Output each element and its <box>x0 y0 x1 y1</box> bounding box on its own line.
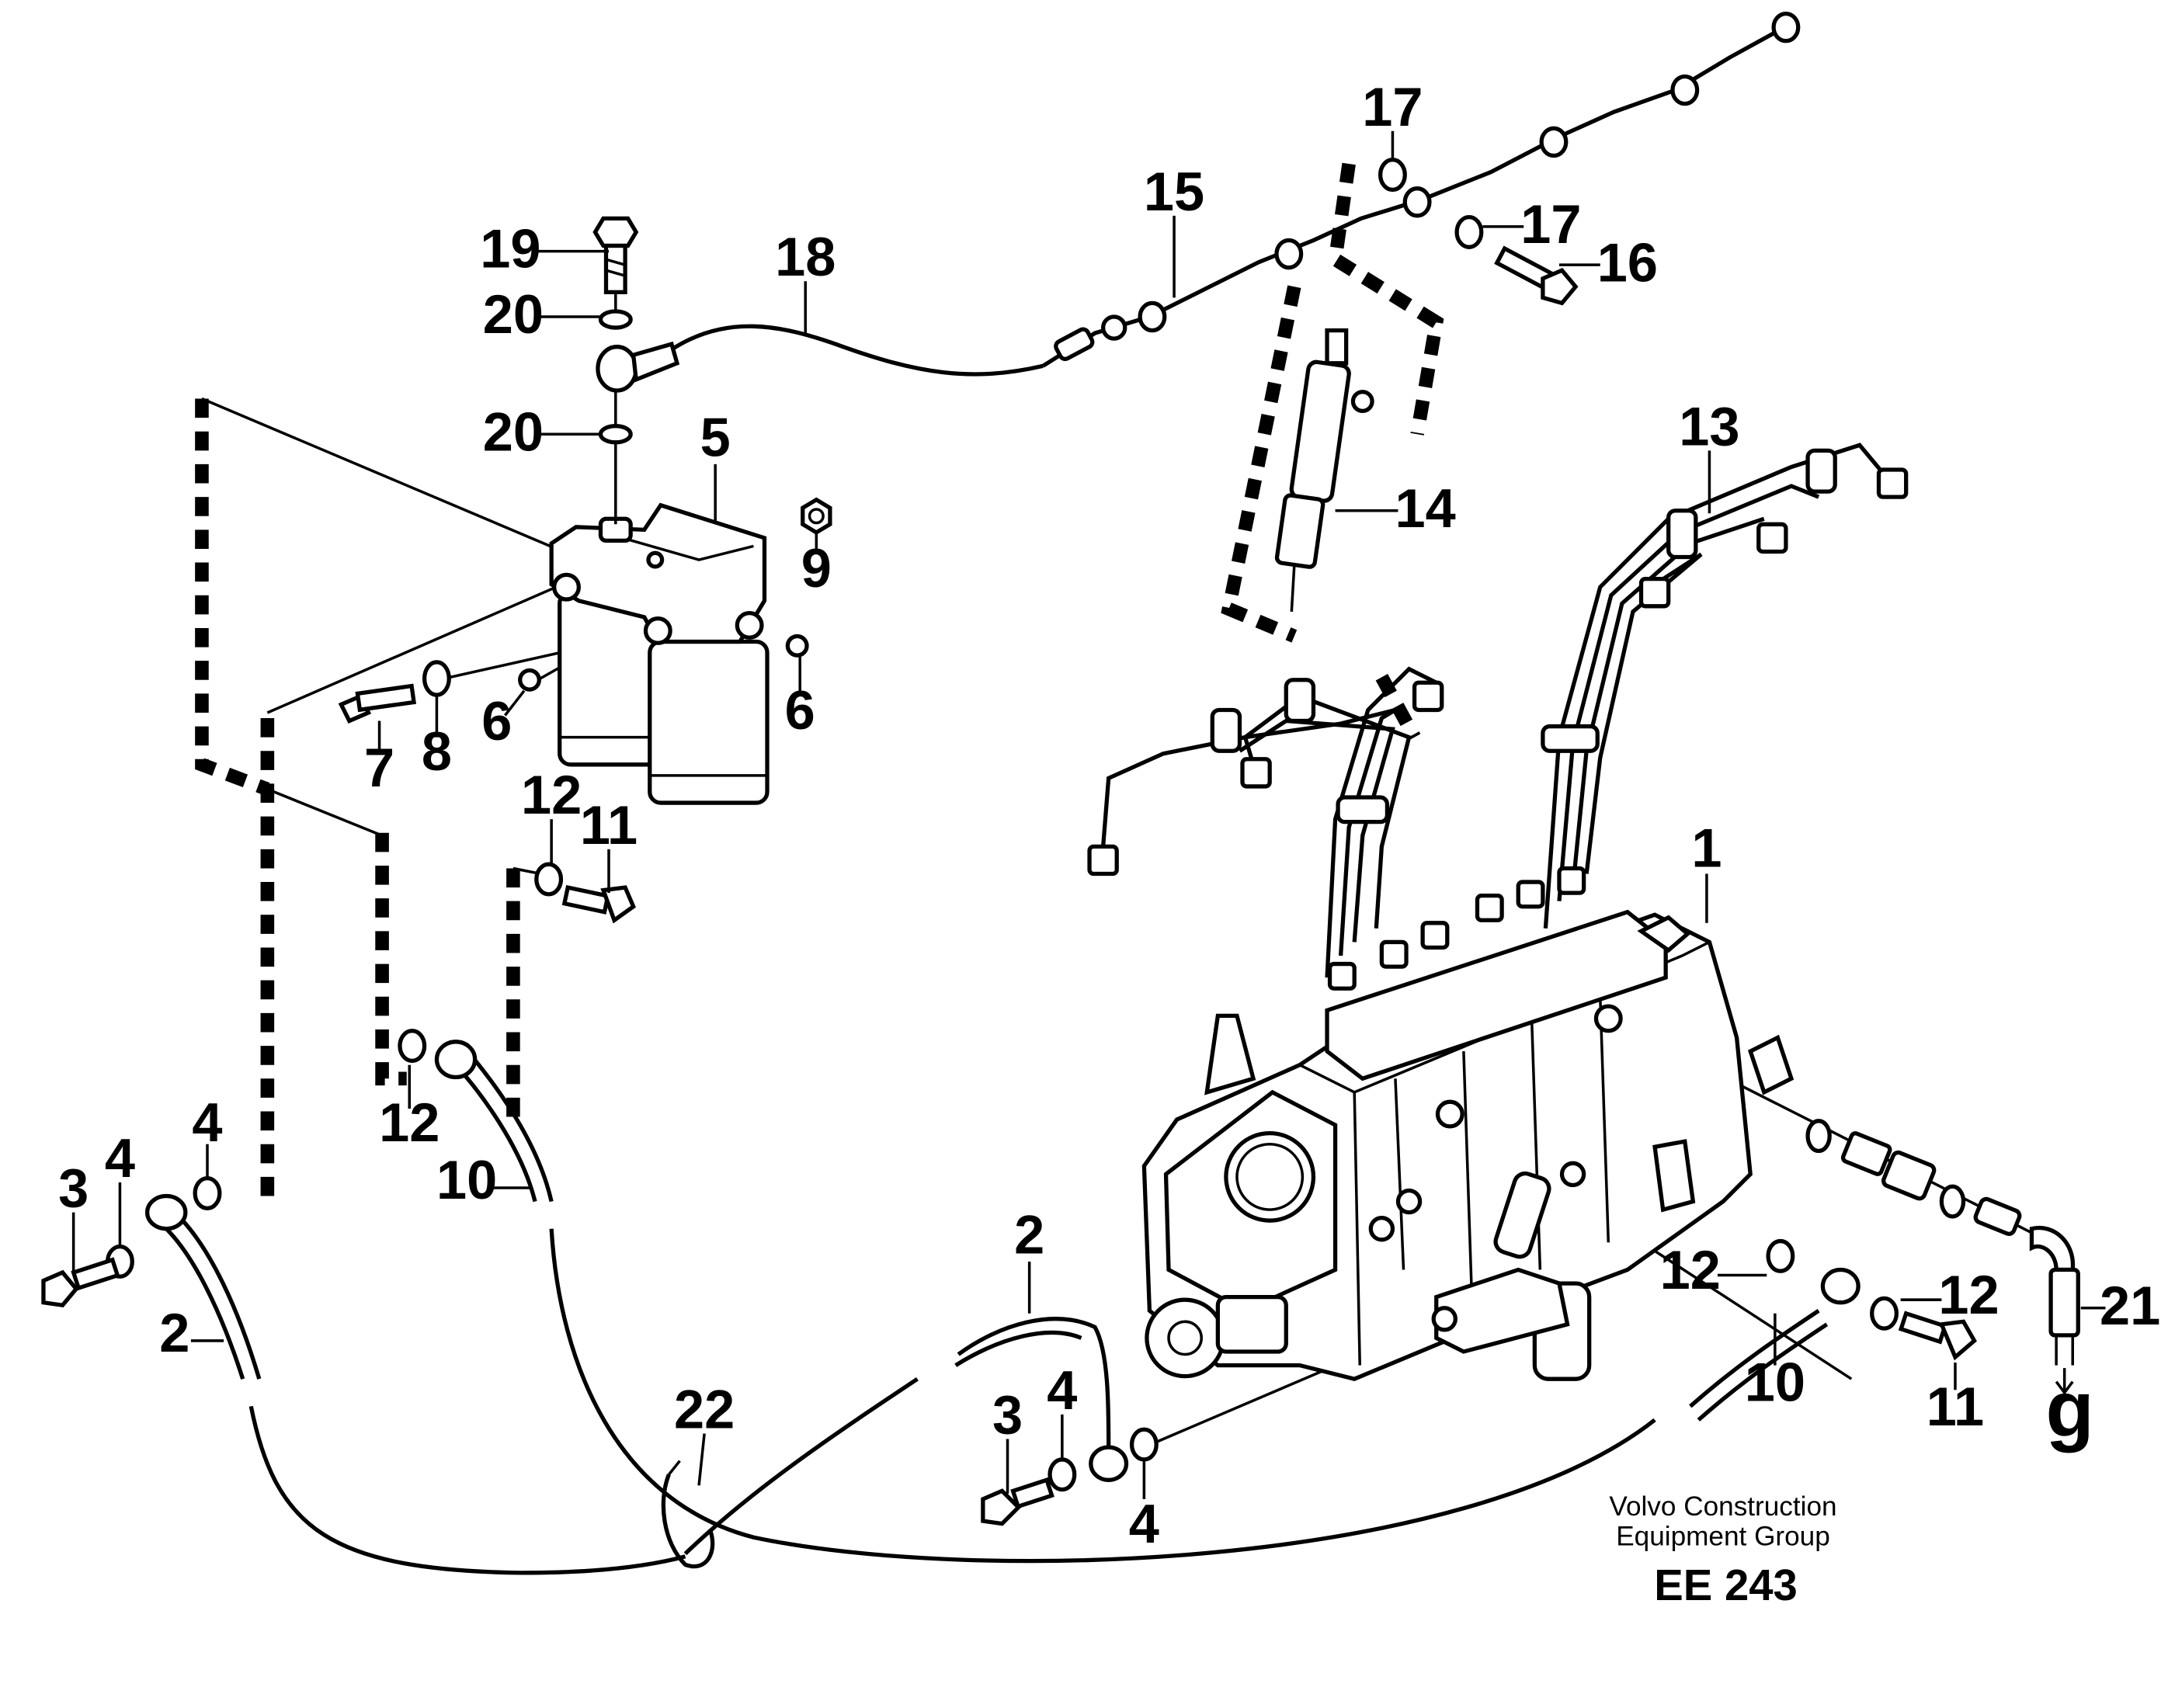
arrow-g <box>2055 1368 2074 1395</box>
callout-2-right: 2 <box>1014 1203 1044 1265</box>
callout-15: 15 <box>1144 161 1204 222</box>
grouping-brackets <box>195 162 1444 1205</box>
nut-9 <box>801 497 832 535</box>
washer-12-far <box>1870 1296 1899 1331</box>
callout-6-right: 6 <box>785 679 815 741</box>
fuel-filter-assembly <box>549 502 770 805</box>
callout-13: 13 <box>1679 395 1739 457</box>
callout-2-left: 2 <box>159 1302 189 1363</box>
connection-lines <box>201 397 2052 1449</box>
hose-10-right <box>1689 1267 1861 1422</box>
banjo-bolt-19 <box>592 216 639 317</box>
callout-18: 18 <box>775 226 836 287</box>
hose-2-right <box>683 1317 1129 1556</box>
callout-4-right: 4 <box>1047 1359 1077 1421</box>
leak-off-pipe-15 <box>1041 11 1801 368</box>
credit-line-1: Volvo Construction <box>1609 1491 1836 1522</box>
washer-4-upper <box>193 1176 222 1210</box>
callout-7: 7 <box>364 737 394 798</box>
callout-10-left: 10 <box>436 1149 497 1210</box>
fuel-line-18 <box>670 324 1044 377</box>
callout-22: 22 <box>674 1378 735 1439</box>
callout-4-pump: 4 <box>1129 1493 1159 1554</box>
callout-10-right: 10 <box>1745 1351 1805 1412</box>
callout-11-lower: 11 <box>1927 1376 1984 1437</box>
callout-labels: 1 2 2 3 3 4 4 4 4 5 6 6 7 8 9 10 10 11 1… <box>58 76 2160 1554</box>
callout-1: 1 <box>1691 818 1722 879</box>
callout-21: 21 <box>2100 1275 2160 1336</box>
callout-16: 16 <box>1597 231 1658 293</box>
callout-9: 9 <box>801 537 832 599</box>
callout-12-left: 12 <box>379 1092 440 1153</box>
callout-20-upper: 20 <box>483 283 544 345</box>
washer-17-upper <box>1378 158 1407 193</box>
delivery-pipes-13 <box>1087 443 1909 991</box>
washer-8 <box>422 660 451 697</box>
banjo-bolt-3-left <box>41 1257 120 1308</box>
callout-19: 19 <box>480 218 540 279</box>
hose-10-left <box>434 1040 1656 1564</box>
callout-5: 5 <box>700 406 731 467</box>
credit-line-2: Equipment Group <box>1616 1522 1830 1552</box>
washer-12-upper <box>534 862 564 897</box>
callout-17-lower: 17 <box>1520 193 1581 255</box>
washer-17-lower <box>1454 214 1484 249</box>
connection-label-g: g <box>2046 1365 2094 1453</box>
banjo-fitting <box>596 341 680 426</box>
plug-6-right <box>785 634 809 658</box>
banjo-bolt-3-right <box>981 1477 1054 1526</box>
washer-4-right <box>1048 1457 1077 1492</box>
banjo-bolt-16 <box>1494 245 1579 306</box>
callout-12-right: 12 <box>1660 1239 1721 1300</box>
callout-17-upper: 17 <box>1362 76 1423 137</box>
callout-8: 8 <box>422 720 452 782</box>
sealing-washer-20-upper <box>598 309 633 330</box>
drawing-code: EE 243 <box>1654 1560 1798 1609</box>
callout-12-upper: 12 <box>521 764 582 825</box>
banjo-bolt-11-lower <box>1898 1311 1977 1361</box>
injection-pump-1 <box>1141 909 1795 1381</box>
callout-11-upper: 11 <box>580 794 638 856</box>
callout-6-left: 6 <box>481 690 512 752</box>
sealing-washer-20-lower <box>598 424 633 445</box>
callout-4-upper: 4 <box>192 1092 222 1153</box>
bolt-7 <box>338 683 417 724</box>
callout-leaders <box>71 130 2106 1499</box>
fuel-connection-21 <box>1805 1119 2080 1366</box>
washer-12-right <box>1766 1238 1795 1273</box>
callout-3-left: 3 <box>58 1158 89 1219</box>
callout-12-far: 12 <box>1938 1264 1999 1325</box>
callout-4-left: 4 <box>105 1127 135 1189</box>
callout-3-right: 3 <box>992 1384 1023 1446</box>
cable-tie-22 <box>661 1460 715 1569</box>
credit-block: Volvo Construction Equipment Group EE 24… <box>1609 1491 1836 1609</box>
hose-2-left <box>144 1193 686 1575</box>
plug-6-left <box>518 668 541 692</box>
washer-4-pump <box>1129 1427 1159 1462</box>
banjo-bolt-11-upper <box>561 884 636 924</box>
callout-20-lower: 20 <box>483 401 544 462</box>
washer-12-left <box>398 1029 427 1064</box>
injector-14 <box>1274 328 1374 612</box>
callout-14: 14 <box>1395 477 1456 539</box>
